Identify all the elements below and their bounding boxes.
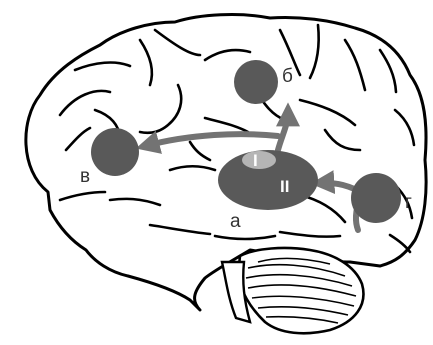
label-roman-two: II: [280, 177, 289, 196]
node-v: [91, 128, 139, 176]
node-b: [234, 60, 278, 104]
label-a: а: [230, 211, 241, 232]
label-b: б: [282, 66, 293, 87]
node-g: [351, 173, 401, 223]
node-a-spot-one: [242, 151, 276, 169]
label-v: в: [80, 166, 90, 187]
label-g: г: [405, 192, 412, 213]
label-roman-one: I: [253, 151, 258, 170]
